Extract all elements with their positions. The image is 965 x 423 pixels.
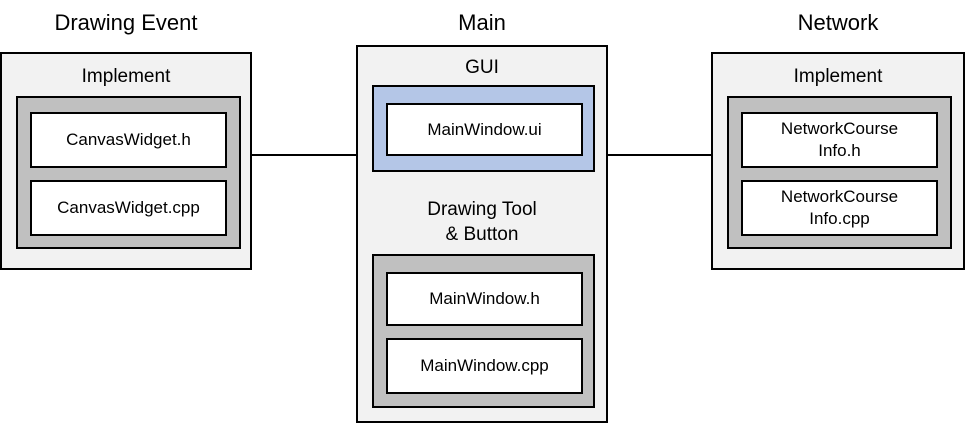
gui-label: GUI [465,57,499,78]
file-mainwindow-cpp: MainWindow.cpp [386,338,583,394]
file-networkcourseinfo-h: NetworkCourse Info.h [741,112,938,168]
file-networkcourseinfo-cpp: NetworkCourse Info.cpp [741,180,938,236]
drawing-tool-label: Drawing Tool & Button [427,199,537,245]
drawing-event-title: Drawing Event [54,10,198,35]
file-mainwindow-ui: MainWindow.ui [386,103,583,156]
drawing-tool-group: MainWindow.h MainWindow.cpp [372,254,595,408]
network-panel: Implement NetworkCourse Info.h NetworkCo… [711,52,965,270]
network-implement-group: NetworkCourse Info.h NetworkCourse Info.… [727,96,952,249]
file-canvaswidget-cpp: CanvasWidget.cpp [30,180,227,236]
network-group-label: Implement [793,66,883,87]
drawing-event-panel: Implement CanvasWidget.h CanvasWidget.cp… [0,52,252,270]
drawing-event-implement-group: CanvasWidget.h CanvasWidget.cpp [16,96,241,249]
file-canvaswidget-h: CanvasWidget.h [30,112,227,168]
main-title: Main [458,10,506,35]
connector-drawing-to-main [252,154,356,156]
file-mainwindow-h: MainWindow.h [386,272,583,326]
drawing-event-group-label: Implement [81,66,171,87]
connector-main-to-network [608,154,711,156]
main-panel: GUI MainWindow.ui Drawing Tool & Button … [356,45,608,423]
network-title: Network [797,10,879,35]
gui-group: MainWindow.ui [372,85,595,172]
